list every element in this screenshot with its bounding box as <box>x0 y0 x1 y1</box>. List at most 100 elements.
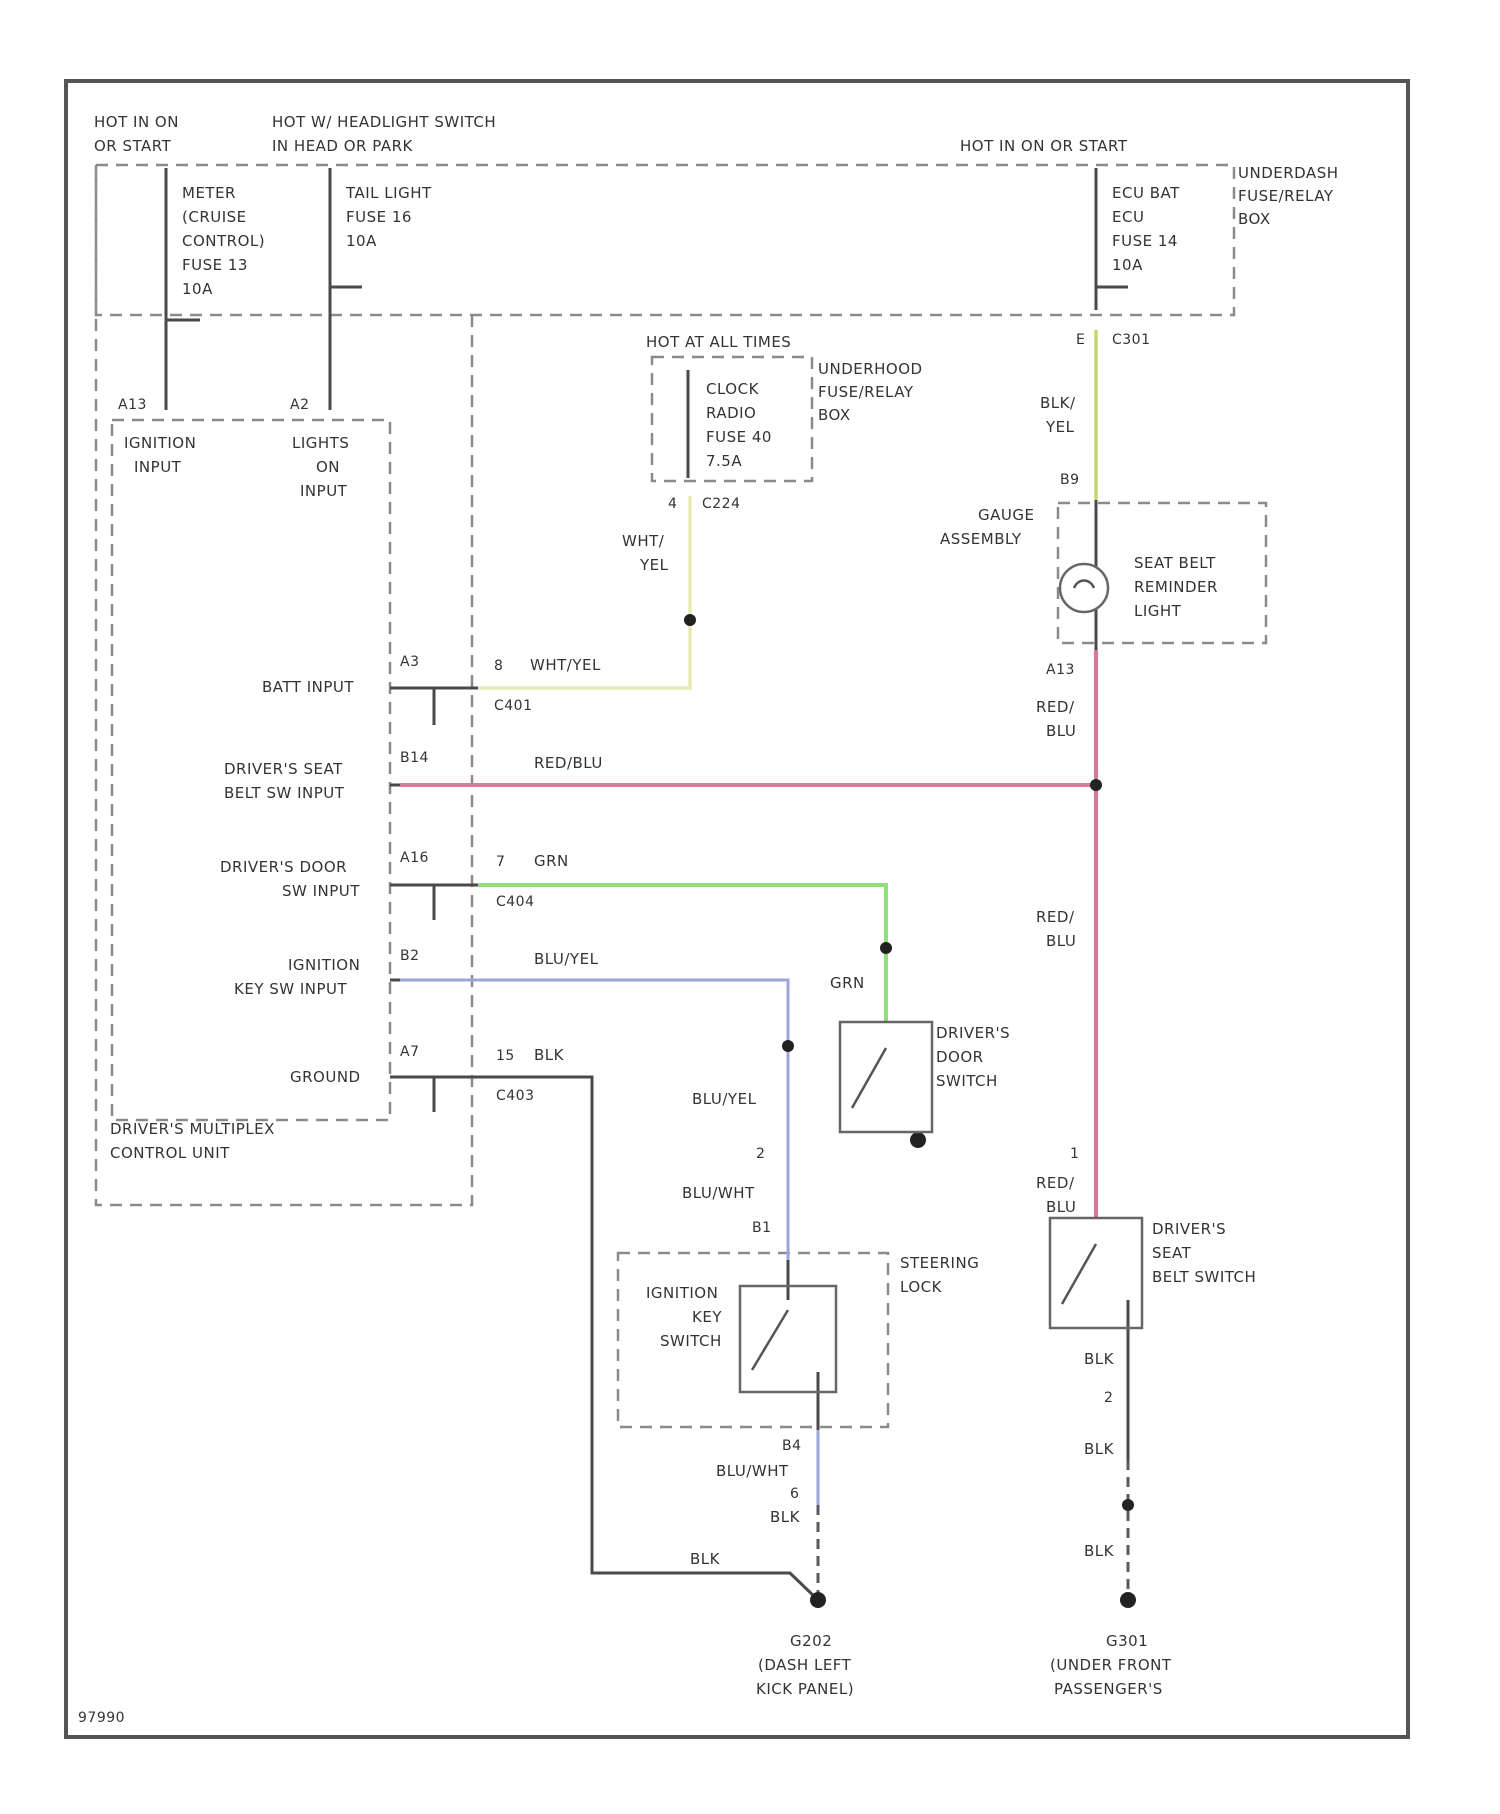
stub-door <box>390 885 478 920</box>
label-pin-b14: B14 <box>400 750 429 766</box>
label-hot-all-times: HOT AT ALL TIMES <box>646 333 791 351</box>
label-c401: C401 <box>494 698 533 714</box>
label-c403: C403 <box>496 1088 535 1104</box>
label-g301-1: (UNDER FRONT <box>1050 1656 1172 1674</box>
label-pin-8: 8 <box>494 658 503 674</box>
seat-belt-reminder-bulb <box>1060 564 1108 612</box>
label-pin-a13-left: A13 <box>118 397 147 413</box>
label-drivers-door-1: SW INPUT <box>282 882 360 900</box>
label-pin-7: 7 <box>496 854 505 870</box>
label-control-unit-0: DRIVER'S MULTIPLEX <box>110 1120 275 1138</box>
label-underhood-1: FUSE/RELAY <box>818 383 914 401</box>
label-pin-4: 4 <box>668 496 677 512</box>
label-hot-headlight-2: IN HEAD OR PARK <box>272 137 414 155</box>
label-underhood-0: UNDERHOOD <box>818 360 923 378</box>
label-blu-wht-2: BLU/WHT <box>716 1462 789 1480</box>
label-pin-a13-gauge: A13 <box>1046 662 1075 678</box>
label-ignition-input-0: IGNITION <box>124 434 196 452</box>
label-tail-fuse-1: FUSE 16 <box>346 208 412 226</box>
label-ignition-input-1: INPUT <box>134 458 182 476</box>
label-meter-fuse-4: 10A <box>182 280 213 298</box>
label-seat-switch-1: SEAT <box>1152 1244 1192 1262</box>
ignition-key-switch-box <box>740 1286 836 1392</box>
label-blk-right-2: BLK <box>1084 1440 1115 1458</box>
label-seat-switch-2: BELT SWITCH <box>1152 1268 1256 1286</box>
label-red-blu-1: BLU <box>1046 722 1076 740</box>
label-blk-yel-1: YEL <box>1045 418 1075 436</box>
label-pin-b1: B1 <box>752 1220 772 1236</box>
label-c224: C224 <box>702 496 741 512</box>
label-ecu-fuse-0: ECU BAT <box>1112 184 1180 202</box>
label-pin-15: 15 <box>496 1048 515 1064</box>
label-control-unit-1: CONTROL UNIT <box>110 1144 230 1162</box>
label-pin-b9: B9 <box>1060 472 1080 488</box>
node-blu-yel-splice <box>782 1040 794 1052</box>
label-pin-e: E <box>1076 332 1085 348</box>
wire-red-blu <box>400 650 1096 1218</box>
label-g301-0: G301 <box>1106 1632 1148 1650</box>
label-wht-yel-0: WHT/ <box>622 532 665 550</box>
label-clock-fuse-3: 7.5A <box>706 452 742 470</box>
label-door-switch-0: DRIVER'S <box>936 1024 1010 1042</box>
label-ground: GROUND <box>290 1068 361 1086</box>
label-grn-vertical: GRN <box>830 974 865 992</box>
label-hot-run-start-2: OR START <box>94 137 172 155</box>
label-wht-yel-1: YEL <box>639 556 669 574</box>
stub-batt <box>390 688 478 725</box>
underdash-fuse-box-outline <box>96 165 1234 315</box>
label-gauge-1: ASSEMBLY <box>940 530 1022 548</box>
label-red-blu-inline: RED/BLU <box>534 754 603 772</box>
label-red-blu-0: RED/ <box>1036 698 1075 716</box>
label-ign-key-input-1: KEY SW INPUT <box>234 980 348 998</box>
label-blu-yel-vertical: BLU/YEL <box>692 1090 757 1108</box>
label-drivers-seat-0: DRIVER'S SEAT <box>224 760 343 778</box>
diagram-frame <box>66 81 1408 1737</box>
label-pin-a3: A3 <box>400 654 419 670</box>
label-red-blu-lower-1: BLU <box>1046 932 1076 950</box>
label-pin-2-mid: 2 <box>756 1146 765 1162</box>
label-seat-switch-0: DRIVER'S <box>1152 1220 1226 1238</box>
label-blk-yel-0: BLK/ <box>1040 394 1076 412</box>
label-blk-bottom: BLK <box>690 1550 721 1568</box>
wire-blu-yel <box>400 980 818 1505</box>
door-switch-box <box>840 1022 932 1132</box>
node-grn-splice <box>880 942 892 954</box>
steering-lock-outline <box>618 1253 888 1427</box>
label-underdash-3: BOX <box>1238 210 1271 228</box>
label-g202-0: G202 <box>790 1632 832 1650</box>
label-pin-b4: B4 <box>782 1438 802 1454</box>
node-door-ground <box>910 1132 926 1148</box>
label-reminder-1: REMINDER <box>1134 578 1218 596</box>
door-switch-contact <box>852 1048 886 1108</box>
label-blk-right-3: BLK <box>1084 1542 1115 1560</box>
label-meter-fuse-0: METER <box>182 184 236 202</box>
label-ecu-fuse-3: 10A <box>1112 256 1143 274</box>
label-g202-2: KICK PANEL) <box>756 1680 854 1698</box>
label-blk-inline: BLK <box>534 1046 565 1064</box>
node-g301 <box>1120 1592 1136 1608</box>
label-lights-on-2: INPUT <box>300 482 348 500</box>
label-door-switch-1: DOOR <box>936 1048 984 1066</box>
label-red-blu-lower-0: RED/ <box>1036 908 1075 926</box>
label-steering-lock-0: STEERING <box>900 1254 979 1272</box>
label-pin-6: 6 <box>790 1486 799 1502</box>
label-red-blu-seat-1: BLU <box>1046 1198 1076 1216</box>
label-hot-run-start-1: HOT IN ON <box>94 113 179 131</box>
label-ign-key-input-0: IGNITION <box>288 956 360 974</box>
label-reminder-0: SEAT BELT <box>1134 554 1216 572</box>
label-underdash-1: UNDERDASH <box>1238 164 1339 182</box>
label-drivers-door-0: DRIVER'S DOOR <box>220 858 347 876</box>
label-ign-key-switch-0: IGNITION <box>646 1284 718 1302</box>
label-drivers-seat-1: BELT SW INPUT <box>224 784 345 802</box>
label-figure-id: 97990 <box>78 1710 125 1726</box>
label-clock-fuse-2: FUSE 40 <box>706 428 772 446</box>
label-blu-yel-inline: BLU/YEL <box>534 950 599 968</box>
label-blk-small: BLK <box>770 1508 801 1526</box>
label-clock-fuse-0: CLOCK <box>706 380 760 398</box>
stub-ground <box>390 1077 478 1112</box>
label-ecu-fuse-1: ECU <box>1112 208 1144 226</box>
label-hot-on-start-right: HOT IN ON OR START <box>960 137 1128 155</box>
label-tail-fuse-0: TAIL LIGHT <box>345 184 432 202</box>
label-reminder-2: LIGHT <box>1134 602 1182 620</box>
label-underdash-2: FUSE/RELAY <box>1238 187 1334 205</box>
